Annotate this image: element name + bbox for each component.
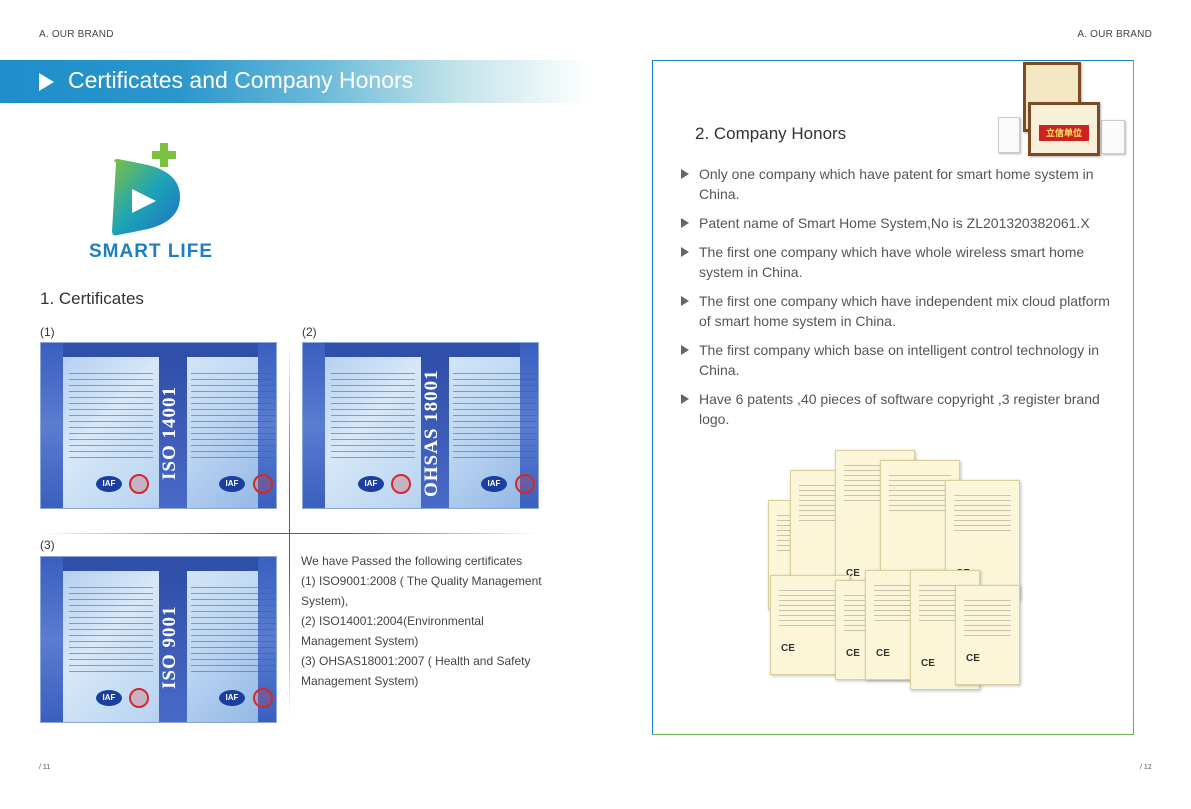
certificate-image: ISO 9001 IAF IAF	[40, 556, 277, 723]
honors-frame	[652, 60, 1134, 735]
certificate-standard: OHSAS 18001	[421, 369, 442, 497]
certificate-label: (3)	[40, 538, 55, 552]
page-number-right: / 12	[1140, 764, 1152, 771]
passed-line: (3) OHSAS18001:2007 ( Health and Safety …	[301, 654, 531, 688]
page-title: Certificates and Company Honors	[68, 67, 414, 93]
bullet-triangle-icon	[681, 247, 689, 257]
ce-certificates-image	[760, 440, 1040, 700]
bullet-triangle-icon	[681, 169, 689, 179]
running-head-right: A. OUR BRAND	[1077, 29, 1152, 40]
list-item: The first one company which have indepen…	[681, 291, 1116, 331]
bullet-triangle-icon	[681, 218, 689, 228]
seal-icon	[129, 688, 149, 708]
iaf-logo-icon: IAF	[96, 690, 122, 706]
certificates-heading: 1. Certificates	[40, 289, 144, 308]
honors-heading: 2. Company Honors	[695, 124, 847, 143]
divider-vertical	[289, 344, 290, 719]
list-item: Patent name of Smart Home System,No is Z…	[681, 213, 1116, 233]
section-banner: Certificates and Company Honors	[0, 60, 590, 103]
seal-icon	[129, 474, 149, 494]
divider-horizontal	[40, 533, 540, 534]
certificate-standard: ISO 9001	[159, 605, 180, 689]
certificate-label: (2)	[302, 325, 317, 339]
seal-icon	[253, 688, 273, 708]
brand-name: SMART LIFE	[89, 241, 213, 262]
passed-certificates-text: We have Passed the following certificate…	[301, 551, 546, 691]
play-arrow-icon	[39, 73, 54, 91]
list-item: The first company which base on intellig…	[681, 340, 1116, 380]
list-item: Only one company which have patent for s…	[681, 164, 1116, 204]
iaf-logo-icon: IAF	[358, 476, 384, 492]
bullet-triangle-icon	[681, 394, 689, 404]
iaf-logo-icon: IAF	[219, 690, 245, 706]
certificate-label: (1)	[40, 325, 55, 339]
iaf-logo-icon: IAF	[96, 476, 122, 492]
honors-list: Only one company which have patent for s…	[681, 164, 1116, 438]
page-number-left: / 11	[39, 764, 51, 771]
honor-plaques-image: 立信单位	[983, 62, 1131, 157]
seal-icon	[515, 474, 535, 494]
certificate-image: OHSAS 18001 IAF IAF	[302, 342, 539, 509]
seal-icon	[253, 474, 273, 494]
seal-icon	[391, 474, 411, 494]
running-head-left: A. OUR BRAND	[39, 29, 114, 40]
iaf-logo-icon: IAF	[481, 476, 507, 492]
certificate-image: ISO 14001 IAF IAF	[40, 342, 277, 509]
bullet-triangle-icon	[681, 296, 689, 306]
passed-line: (1) ISO9001:2008 ( The Quality Managemen…	[301, 574, 542, 608]
certificate-standard: ISO 14001	[159, 386, 180, 480]
list-item: The first one company which have whole w…	[681, 242, 1116, 282]
passed-intro: We have Passed the following certificate…	[301, 554, 523, 568]
list-item: Have 6 patents ,40 pieces of software co…	[681, 389, 1116, 429]
iaf-logo-icon: IAF	[219, 476, 245, 492]
passed-line: (2) ISO14001:2004(Environmental Manageme…	[301, 614, 484, 648]
bullet-triangle-icon	[681, 345, 689, 355]
smart-life-logo	[112, 143, 180, 236]
